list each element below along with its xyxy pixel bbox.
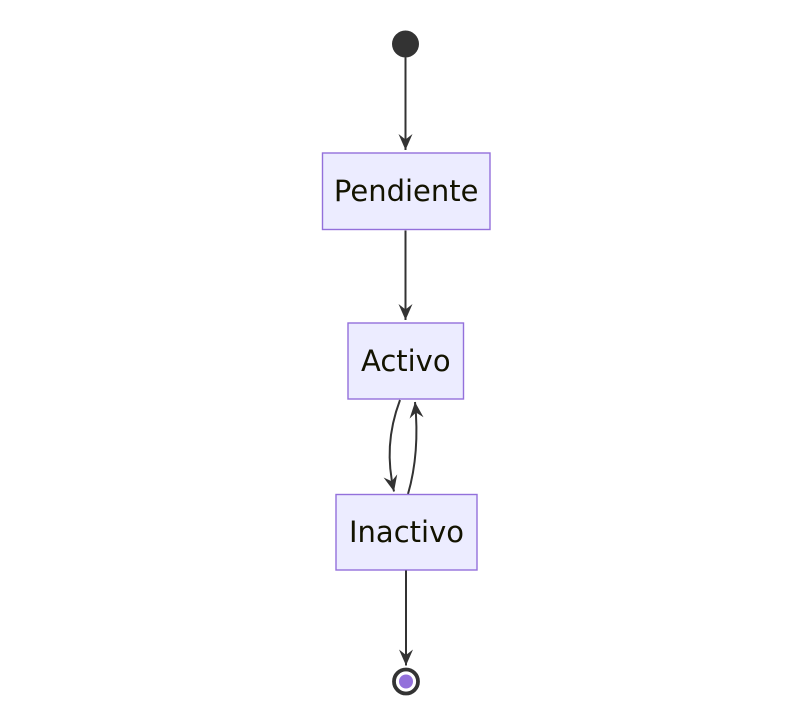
state-box-pendiente xyxy=(321,152,491,231)
state-label-inactivo: Inactivo xyxy=(349,515,464,549)
transition-inactivo-to-activo xyxy=(407,401,424,495)
state-box-inactivo xyxy=(335,493,478,571)
transition-activo-to-inactivo xyxy=(383,399,401,492)
initial-state-node xyxy=(392,30,419,58)
final-state-inner-dot xyxy=(399,674,413,689)
state-label-pendiente: Pendiente xyxy=(334,174,479,208)
state-node-pendiente: Pendiente xyxy=(321,152,491,231)
final-state-node xyxy=(392,667,420,696)
state-node-activo: Activo xyxy=(347,322,465,400)
state-box-activo xyxy=(347,322,465,400)
state-label-activo: Activo xyxy=(361,344,451,378)
state-node-inactivo: Inactivo xyxy=(335,493,478,571)
